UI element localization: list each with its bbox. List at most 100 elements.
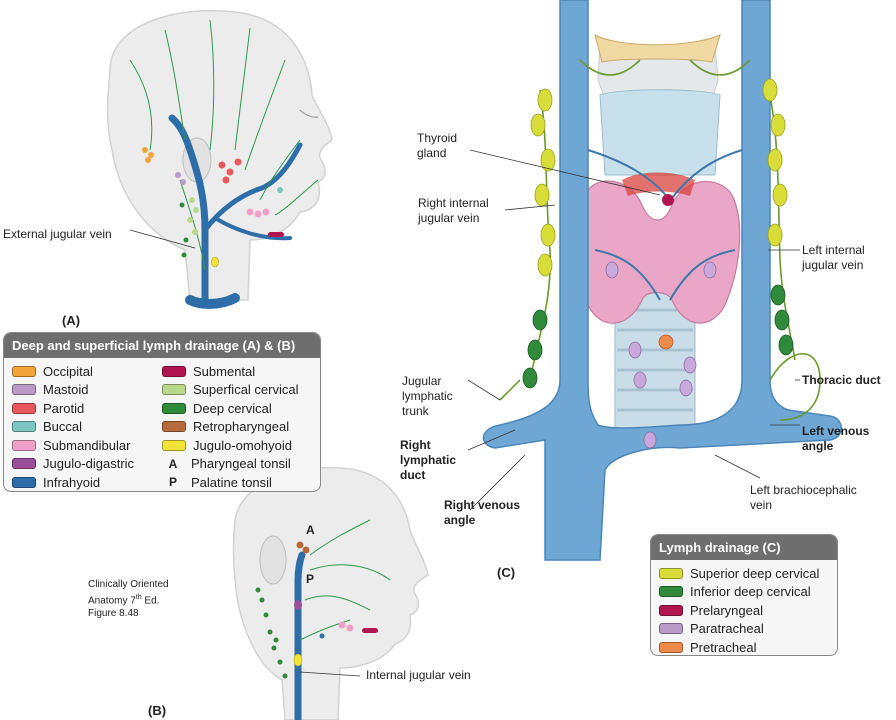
jugular-lymphatic-trunk-label-2: lymphatic bbox=[402, 389, 453, 403]
legend-c-item-swatch bbox=[659, 586, 683, 598]
external-jugular-vein-label: External jugular vein bbox=[3, 227, 112, 241]
legend-ab-item-label: Jugulo-digastric bbox=[43, 456, 135, 472]
legend-ab-item-swatch bbox=[162, 365, 186, 377]
legend-ab-item-swatch bbox=[12, 384, 36, 396]
legend-c-item-label: Prelaryngeal bbox=[690, 602, 763, 618]
legend-ab-item-label: Retropharyngeal bbox=[193, 419, 290, 435]
thyroid-gland-label-2: gland bbox=[417, 146, 447, 160]
legend-ab-item: Infrahyoid bbox=[12, 473, 162, 491]
jugular-lymphatic-trunk-label-1: Jugular bbox=[402, 374, 442, 388]
thyroid-gland-label-1: Thyroid bbox=[417, 131, 458, 145]
pharyngeal-tonsil-marker: A bbox=[306, 523, 315, 537]
right-lymphatic-duct-label-2: lymphatic bbox=[400, 453, 457, 467]
right-internal-jugular-label-1: Right internal bbox=[418, 196, 489, 210]
right-venous-angle-label-1: Right venous bbox=[444, 498, 521, 512]
legend-ab-item-swatch bbox=[162, 402, 186, 414]
neck-illustration-c bbox=[129, 0, 842, 677]
left-internal-jugular-label-1: Left internal bbox=[802, 243, 865, 257]
legend-ab-item: Mastoid bbox=[12, 381, 162, 400]
legend-ab-item: Buccal bbox=[12, 418, 162, 437]
jugular-lymphatic-trunk-label-3: trunk bbox=[402, 404, 429, 418]
palatine-tonsil-marker: P bbox=[306, 572, 315, 586]
legend-c-item-swatch bbox=[659, 623, 683, 635]
citation-line-1: Clinically Oriented bbox=[88, 579, 169, 590]
legend-ab-item: Retropharyngeal bbox=[162, 418, 299, 437]
thoracic-duct-label: Thoracic duct bbox=[802, 373, 881, 387]
legend-ab-item-label: Palatine tonsil bbox=[191, 474, 272, 490]
left-venous-angle-label-1: Left venous bbox=[802, 424, 870, 438]
legend-c-item-swatch bbox=[659, 567, 683, 579]
right-lymphatic-duct-label-1: Right bbox=[400, 438, 431, 452]
legend-c-title: Lymph drainage (C) bbox=[651, 535, 837, 560]
legend-ab-item-letter: P bbox=[168, 475, 177, 490]
legend-c-item: Superior deep cervical bbox=[659, 564, 829, 583]
legend-ab-item-label: Deep cervical bbox=[193, 400, 272, 416]
legend-ab: Deep and superficial lymph drainage (A) … bbox=[3, 332, 321, 492]
legend-c-item-swatch bbox=[659, 641, 683, 653]
legend-ab-item: Parotid bbox=[12, 399, 162, 418]
legend-c-item: Inferior deep cervical bbox=[659, 583, 829, 602]
legend-ab-item-label: Infrahyoid bbox=[43, 474, 101, 490]
legend-ab-item-label: Parotid bbox=[43, 400, 85, 416]
legend-ab-item-label: Mastoid bbox=[43, 382, 89, 398]
legend-ab-item: A Pharyngeal tonsil bbox=[162, 455, 299, 474]
legend-ab-item-label: Occipital bbox=[43, 363, 93, 379]
legend-ab-item-swatch bbox=[162, 439, 186, 451]
left-venous-angle-label-2: angle bbox=[802, 439, 834, 453]
legend-ab-item: Deep cervical bbox=[162, 399, 299, 418]
legend-ab-item-swatch bbox=[162, 384, 186, 396]
legend-c-item-label: Paratracheal bbox=[690, 621, 764, 637]
legend-c-item-label: Inferior deep cervical bbox=[690, 584, 811, 600]
legend-c: Lymph drainage (C) Superior deep cervica… bbox=[650, 534, 838, 656]
legend-ab-item: Jugulo-digastric bbox=[12, 455, 162, 474]
panel-letter-b: (B) bbox=[148, 703, 167, 718]
legend-ab-item: P Palatine tonsil bbox=[162, 473, 299, 491]
left-internal-jugular-label-2: jugular vein bbox=[802, 258, 864, 272]
left-brachiocephalic-label-2: vein bbox=[750, 498, 773, 512]
legend-c-item-label: Superior deep cervical bbox=[690, 565, 820, 581]
legend-ab-item-swatch bbox=[12, 365, 36, 377]
legend-ab-item-swatch bbox=[162, 421, 186, 433]
legend-ab-item: Occipital bbox=[12, 362, 162, 381]
left-brachiocephalic-label-1: Left brachiocephalic bbox=[750, 483, 857, 497]
legend-c-item: Prelaryngeal bbox=[659, 601, 829, 620]
citation-line-2-text: Anatomy 7 bbox=[88, 595, 136, 607]
right-venous-angle-label-2: angle bbox=[444, 513, 476, 527]
citation-line-2: Anatomy 7th Ed. bbox=[88, 591, 169, 607]
legend-ab-item-swatch bbox=[12, 402, 36, 414]
citation-line-2-post: Ed. bbox=[141, 595, 160, 607]
citation-line-2-sup: th bbox=[135, 594, 142, 601]
legend-ab-item: Submandibular bbox=[12, 436, 162, 455]
panel-letter-c: (C) bbox=[497, 565, 516, 580]
legend-ab-item-label: Submandibular bbox=[43, 437, 131, 453]
legend-ab-item-label: Superfical cervical bbox=[193, 382, 299, 398]
legend-ab-item: Superfical cervical bbox=[162, 381, 299, 400]
legend-ab-item: Jugulo-omohyoid bbox=[162, 436, 299, 455]
internal-jugular-vein-label: Internal jugular vein bbox=[366, 668, 471, 682]
lymph-nodes-a bbox=[142, 147, 284, 268]
legend-c-item-swatch bbox=[659, 604, 683, 616]
head-illustration-a bbox=[106, 9, 333, 309]
right-lymphatic-duct-label-3: duct bbox=[400, 468, 426, 482]
citation: Clinically Oriented Anatomy 7th Ed. Figu… bbox=[88, 578, 169, 620]
legend-ab-item-swatch bbox=[12, 476, 36, 488]
panel-letter-a: (A) bbox=[62, 313, 81, 328]
legend-c-item: Pretracheal bbox=[659, 638, 829, 655]
citation-line-3: Figure 8.48 bbox=[88, 608, 139, 620]
legend-ab-item-letter: A bbox=[168, 456, 178, 471]
legend-ab-item-swatch bbox=[12, 439, 36, 451]
legend-ab-item-label: Pharyngeal tonsil bbox=[191, 456, 291, 472]
lymph-nodes-b bbox=[255, 541, 378, 679]
legend-ab-item-label: Jugulo-omohyoid bbox=[193, 437, 293, 453]
legend-c-item: Paratracheal bbox=[659, 620, 829, 639]
legend-ab-item-label: Submental bbox=[193, 363, 256, 379]
legend-ab-title: Deep and superficial lymph drainage (A) … bbox=[4, 333, 320, 358]
legend-ab-item-label: Buccal bbox=[43, 419, 83, 435]
legend-ab-item-swatch bbox=[12, 458, 36, 470]
head-illustration-b bbox=[232, 466, 429, 720]
